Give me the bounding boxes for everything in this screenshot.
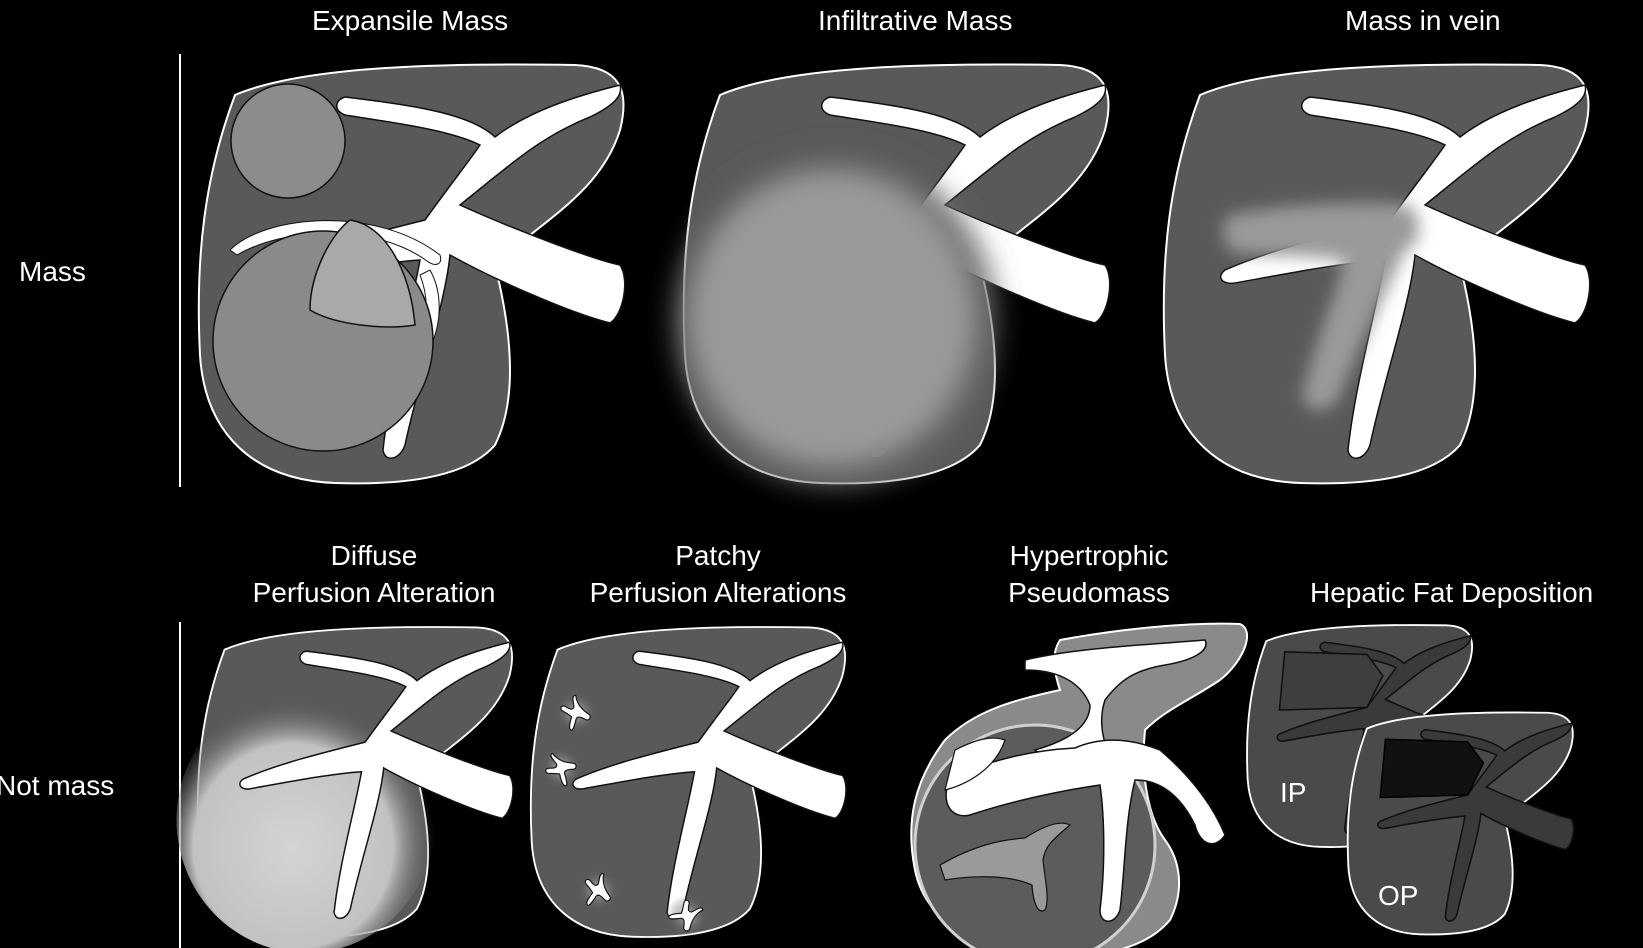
patchy-spot-1 (555, 692, 596, 733)
patchy-perfusion-diagram (531, 627, 846, 937)
ip-label: IP (1280, 774, 1306, 811)
ip-fat-region (1279, 652, 1382, 710)
expansile-mass-diagram (199, 64, 625, 483)
small-mass (231, 84, 345, 198)
mass-in-vein-diagram (1164, 64, 1590, 483)
op-fat-region (1380, 739, 1483, 797)
infiltrative-core (695, 177, 965, 457)
op-label: OP (1378, 877, 1418, 914)
diffuse-perfusion-diagram (177, 627, 514, 948)
hypertrophic-pseudomass-diagram (911, 624, 1247, 948)
infiltrative-mass-diagram (675, 64, 1110, 485)
